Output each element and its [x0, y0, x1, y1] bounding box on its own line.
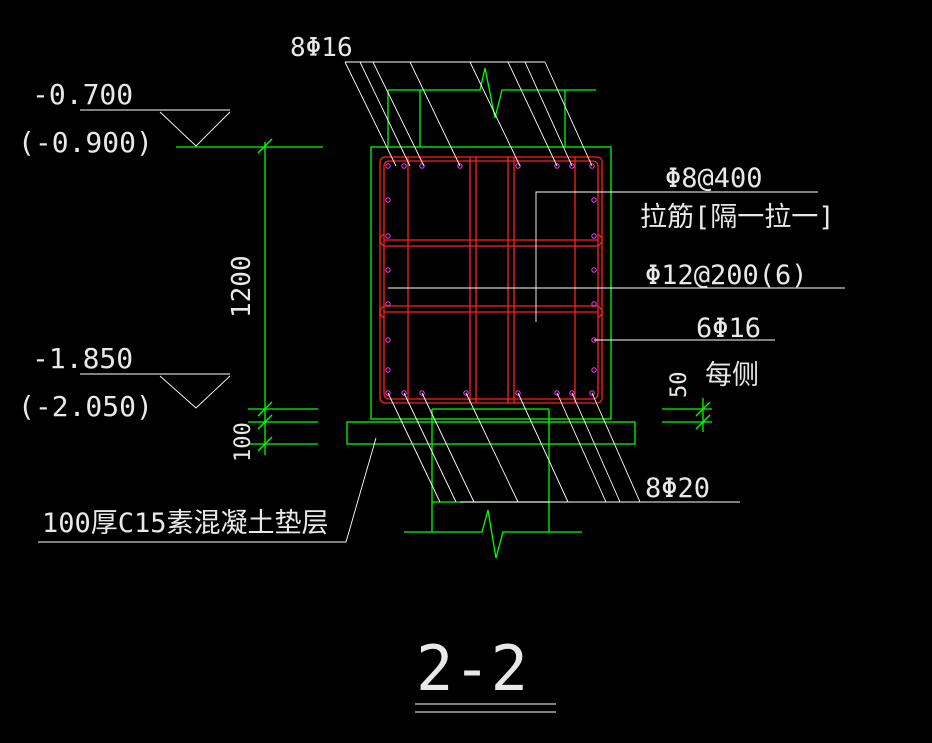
section-title: 2-2 — [416, 632, 528, 705]
rebar-cage — [379, 156, 603, 404]
outer-stirrup — [379, 156, 603, 404]
rebar-dots — [385, 163, 597, 396]
bottom-rebar-label: 8Φ20 — [645, 473, 710, 504]
height-dim-label: 1200 — [227, 255, 257, 318]
top-rebar-label: 8Φ16 — [290, 33, 353, 63]
top-break-line — [388, 67, 596, 119]
stirrup-main-label: Φ12@200(6) — [645, 260, 808, 291]
elev-bottom-label: -1.850 — [32, 342, 133, 375]
pad-dim-label: 100 — [231, 422, 256, 462]
beam-outline — [370, 146, 612, 420]
cover-dim-label: 50 — [667, 372, 692, 399]
leader-lines — [38, 61, 845, 713]
side-rebar-note: 每侧 — [705, 360, 759, 391]
side-rebar-label: 6Φ16 — [696, 313, 761, 344]
elev-bottom-alt-label: (-2.050) — [18, 390, 153, 423]
elev-top-alt-label: (-0.900) — [18, 126, 153, 159]
cushion-pad — [346, 421, 636, 445]
bottom-break-line — [404, 509, 582, 559]
stirrup-tie-label: Φ8@400 — [665, 163, 763, 194]
elev-top-label: -0.700 — [32, 78, 133, 111]
pad-note-label: 100厚C15素混凝土垫层 — [42, 508, 329, 539]
tie-note-label: 拉筋[隔一拉一] — [640, 202, 835, 233]
